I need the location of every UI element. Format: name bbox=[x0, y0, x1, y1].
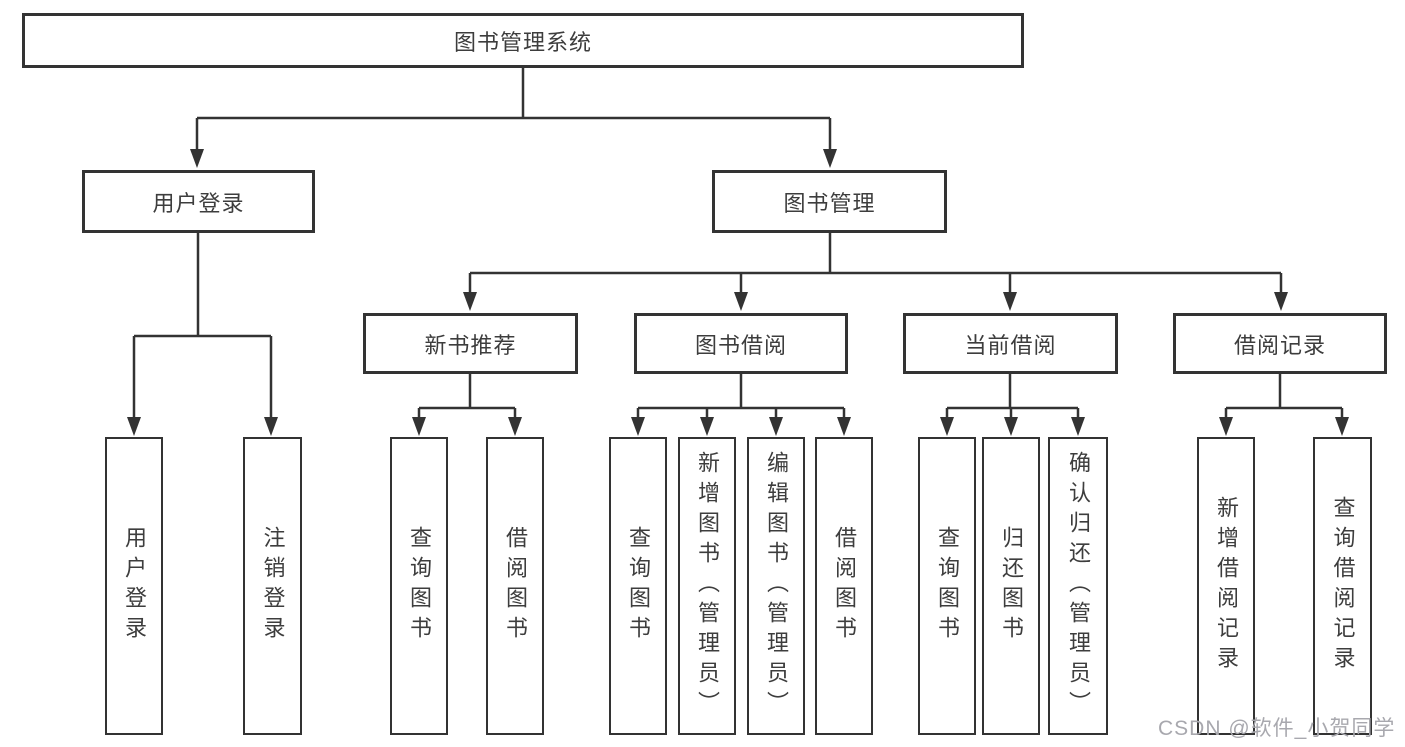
leaf-return-books: 归还图书 bbox=[982, 437, 1040, 735]
node-root-label: 图书管理系统 bbox=[453, 29, 592, 55]
node-borrow-records: 借阅记录 bbox=[1173, 313, 1387, 374]
leaf-borrow-books-label: 借阅图书 bbox=[832, 526, 857, 646]
leaf-query-books-recommend: 查询图书 bbox=[390, 437, 448, 735]
leaf-query-books-borrow-label: 查询图书 bbox=[626, 526, 651, 646]
node-user-login: 用户登录 bbox=[82, 170, 315, 233]
node-root-system: 图书管理系统 bbox=[22, 13, 1024, 68]
node-borrow-records-label: 借阅记录 bbox=[1233, 332, 1326, 358]
node-current-borrow: 当前借阅 bbox=[903, 313, 1118, 374]
node-current-borrow-label: 当前借阅 bbox=[964, 332, 1057, 358]
leaf-user-login-label: 用户登录 bbox=[122, 526, 147, 646]
leaf-query-books-current: 查询图书 bbox=[918, 437, 976, 735]
leaf-edit-books-admin-label: 编辑图书（管理员） bbox=[764, 451, 789, 721]
leaf-return-books-label: 归还图书 bbox=[999, 526, 1024, 646]
leaf-borrow-books-recommend-label: 借阅图书 bbox=[503, 526, 528, 646]
leaf-query-books-borrow: 查询图书 bbox=[609, 437, 667, 735]
node-user-login-label: 用户登录 bbox=[152, 190, 245, 216]
leaf-query-borrow-record: 查询借阅记录 bbox=[1313, 437, 1372, 735]
node-new-book-recommend-label: 新书推荐 bbox=[424, 332, 517, 358]
leaf-logout: 注销登录 bbox=[243, 437, 302, 735]
node-book-borrow-label: 图书借阅 bbox=[694, 332, 787, 358]
leaf-add-borrow-record-label: 新增借阅记录 bbox=[1214, 496, 1239, 676]
leaf-query-books-current-label: 查询图书 bbox=[935, 526, 960, 646]
leaf-user-login: 用户登录 bbox=[105, 437, 163, 735]
leaf-borrow-books-recommend: 借阅图书 bbox=[486, 437, 544, 735]
leaf-query-books-recommend-label: 查询图书 bbox=[407, 526, 432, 646]
leaf-borrow-books: 借阅图书 bbox=[815, 437, 873, 735]
csdn-watermark: CSDN @软件_小贺同学 bbox=[1158, 717, 1396, 740]
leaf-add-books-admin: 新增图书（管理员） bbox=[678, 437, 736, 735]
node-new-book-recommend: 新书推荐 bbox=[363, 313, 578, 374]
leaf-confirm-return-admin-label: 确认归还（管理员） bbox=[1066, 451, 1091, 721]
leaf-edit-books-admin: 编辑图书（管理员） bbox=[747, 437, 805, 735]
leaf-add-books-admin-label: 新增图书（管理员） bbox=[695, 451, 720, 721]
leaf-add-borrow-record: 新增借阅记录 bbox=[1197, 437, 1255, 735]
node-book-management-label: 图书管理 bbox=[783, 190, 876, 216]
node-book-management: 图书管理 bbox=[712, 170, 947, 233]
leaf-confirm-return-admin: 确认归还（管理员） bbox=[1048, 437, 1108, 735]
leaf-query-borrow-record-label: 查询借阅记录 bbox=[1330, 496, 1356, 676]
leaf-logout-label: 注销登录 bbox=[260, 526, 286, 646]
node-book-borrow: 图书借阅 bbox=[634, 313, 848, 374]
